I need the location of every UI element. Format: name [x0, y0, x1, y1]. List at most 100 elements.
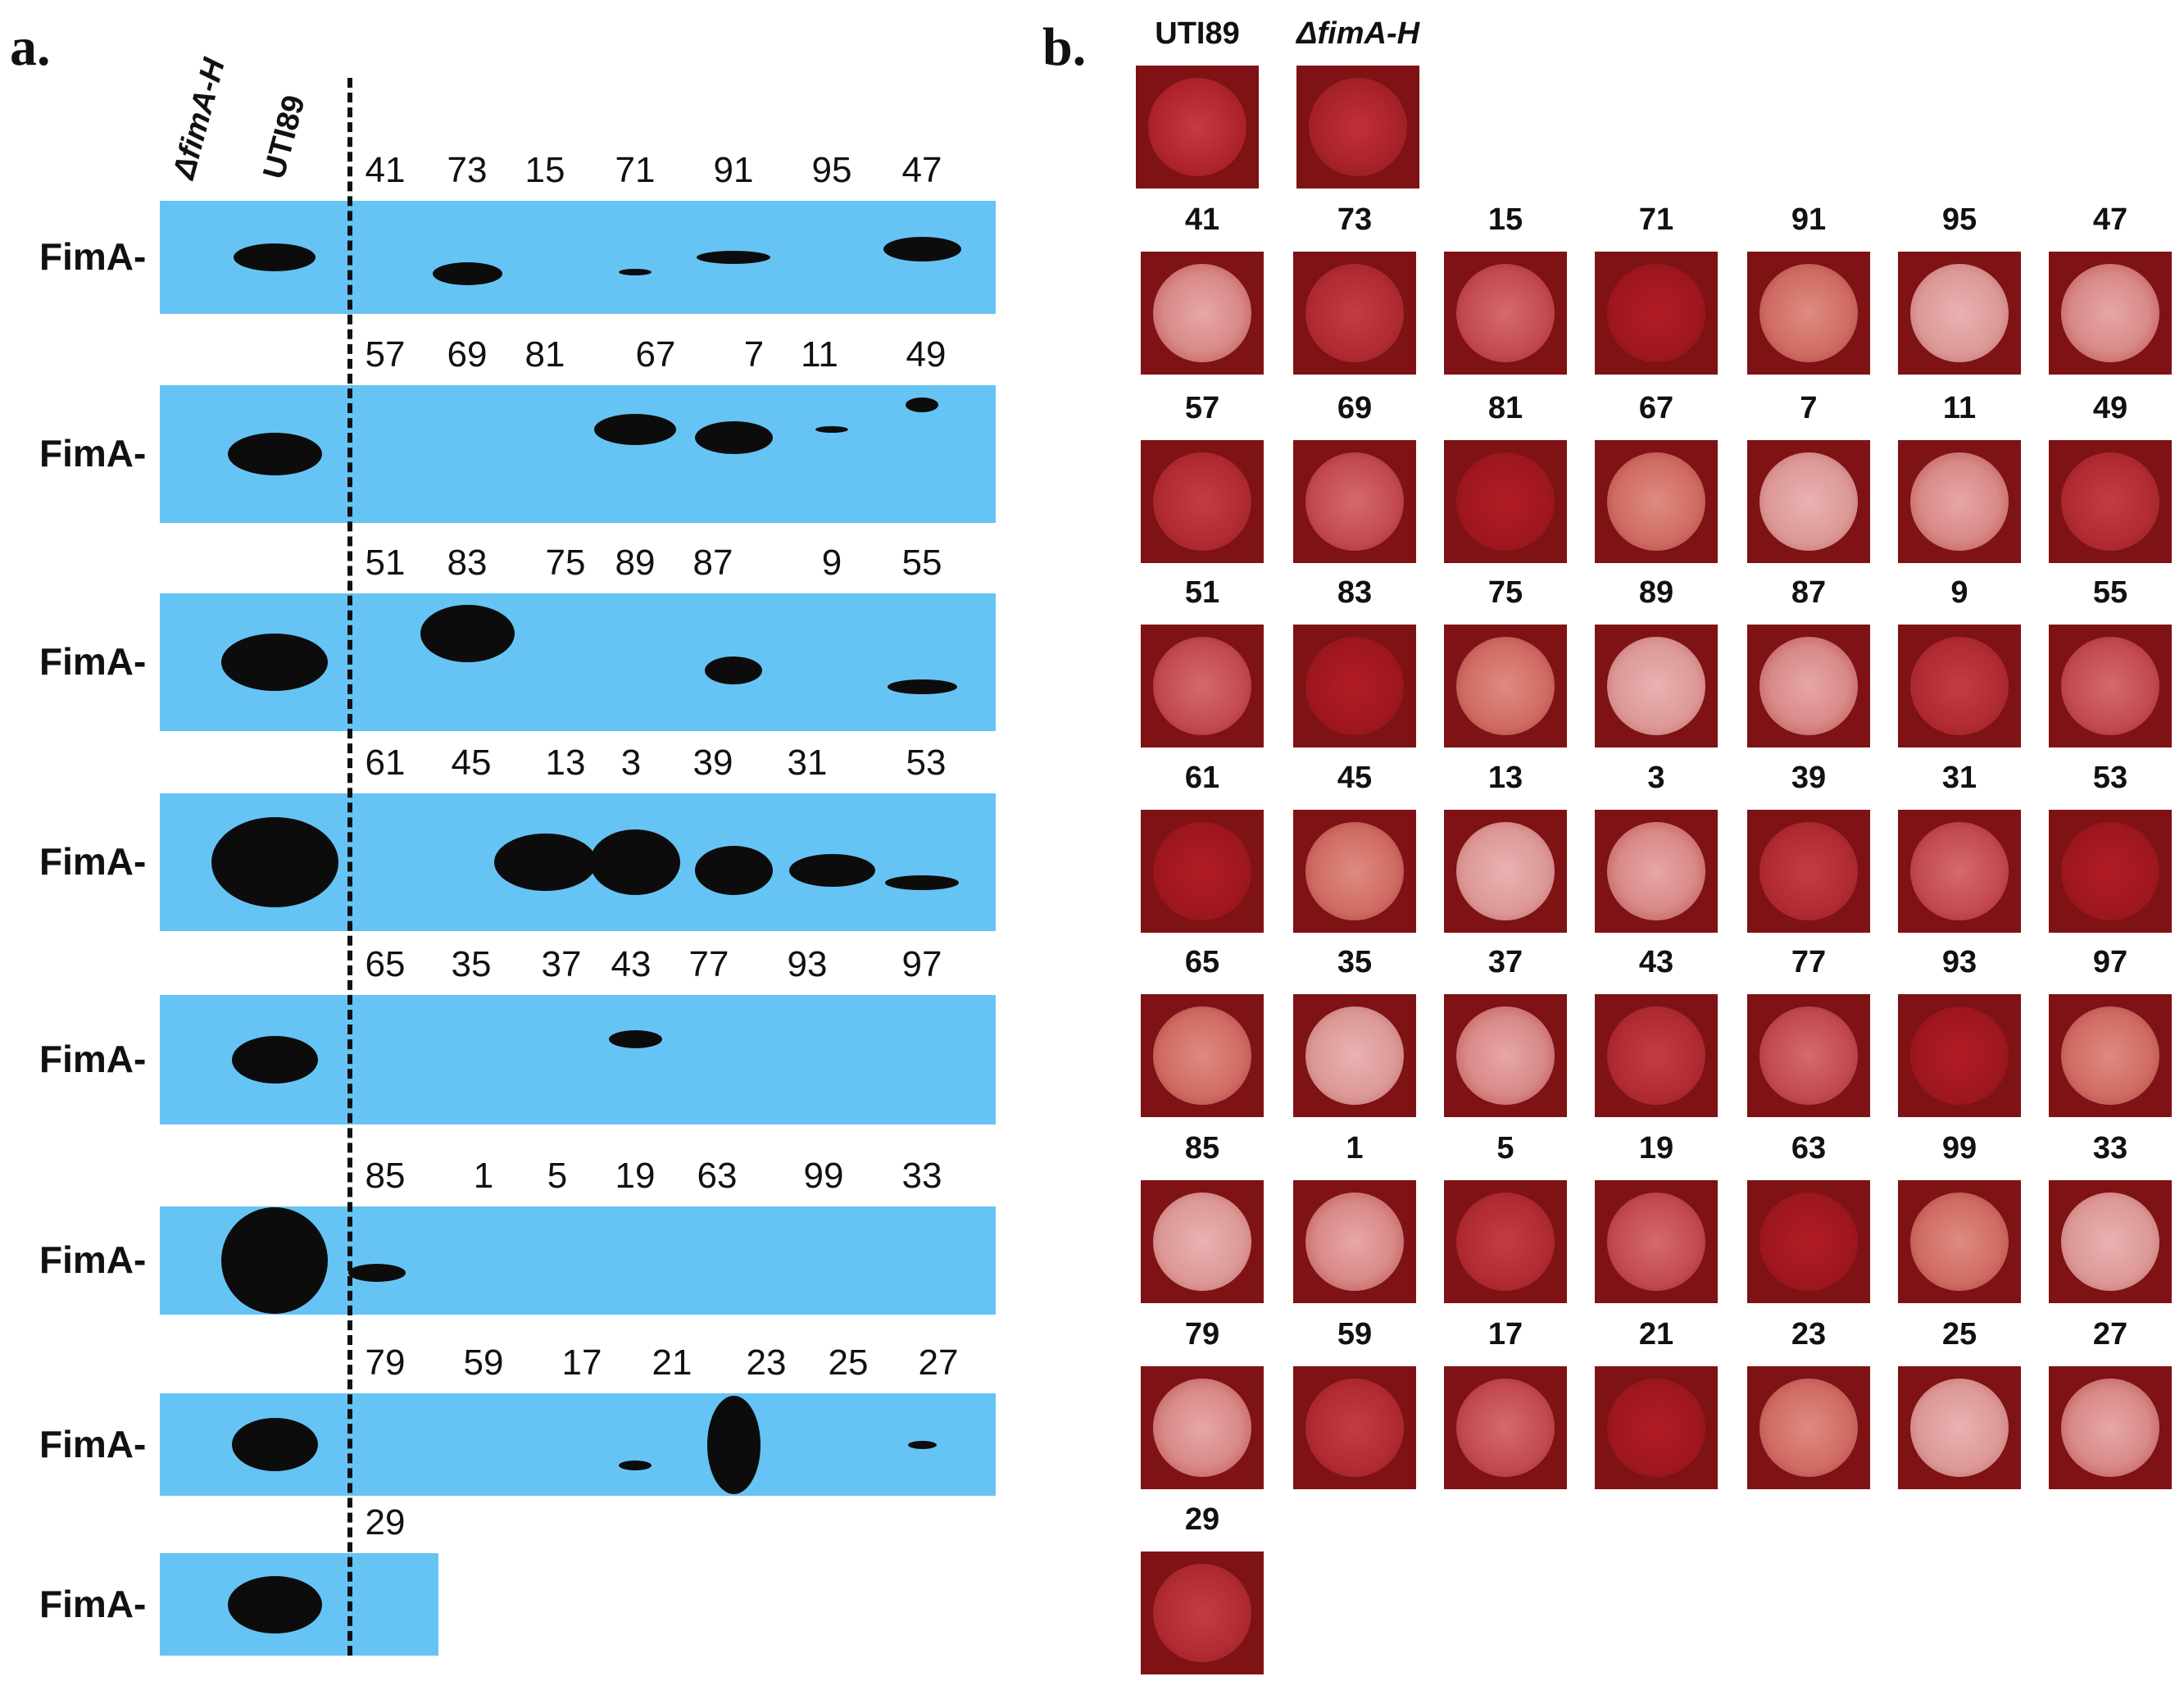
congo-red-plate [2049, 1180, 2172, 1303]
colony [1456, 822, 1555, 920]
congo-red-plate [2049, 625, 2172, 747]
lane-number: 47 [901, 150, 942, 190]
plate-label: 91 [1791, 202, 1827, 237]
protein-band [221, 1207, 328, 1314]
congo-red-plate [1595, 994, 1718, 1117]
congo-red-plate [1293, 625, 1416, 747]
plate-label: 3 [1647, 761, 1665, 795]
colony [1759, 1006, 1858, 1105]
lane-number: 33 [901, 1156, 942, 1196]
congo-red-plate [1293, 1180, 1416, 1303]
congo-red-plate [1595, 440, 1718, 563]
lane-number: 69 [447, 334, 488, 375]
protein-band [619, 1460, 652, 1470]
lane-number: 75 [545, 543, 586, 583]
lane-number: 7 [743, 334, 765, 375]
congo-red-plate [1898, 1366, 2021, 1489]
congo-red-plate [1293, 994, 1416, 1117]
congo-red-plate [1898, 1180, 2021, 1303]
plate-label: 37 [1487, 945, 1523, 979]
colony [1910, 1006, 2009, 1105]
protein-band [706, 1395, 761, 1494]
colony [1607, 1193, 1705, 1291]
congo-red-plate [1293, 440, 1416, 563]
plate-label: 45 [1337, 761, 1373, 795]
plate-label: 21 [1638, 1317, 1674, 1352]
colony [1153, 264, 1251, 362]
colony [1607, 1379, 1705, 1477]
congo-red-plate [1747, 625, 1870, 747]
colony [1910, 264, 2009, 362]
blot-strip [160, 385, 996, 523]
protein-band [694, 846, 773, 895]
lane-number: 5 [547, 1156, 568, 1196]
fima-label: FimA- [39, 1238, 147, 1281]
protein-band [432, 262, 502, 285]
colony [1456, 1006, 1555, 1105]
protein-band [420, 605, 515, 662]
colony [1305, 1379, 1404, 1477]
control-label-uti89: UTI89 [257, 91, 312, 183]
congo-red-plate [1141, 252, 1264, 375]
colony [1759, 264, 1858, 362]
plate-label: 31 [1941, 761, 1977, 795]
colony [1456, 637, 1555, 735]
colony [1456, 452, 1555, 551]
lane-number: 67 [635, 334, 676, 375]
fima-label: FimA- [39, 432, 147, 475]
plate-label: 79 [1184, 1317, 1220, 1352]
protein-band [608, 1030, 662, 1048]
colony [1759, 822, 1858, 920]
plate-label: 99 [1941, 1131, 1977, 1165]
congo-red-plate [1898, 994, 2021, 1117]
lane-number: 9 [821, 543, 842, 583]
congo-red-plate [1898, 440, 2021, 563]
plate-label: 71 [1638, 202, 1674, 237]
plate-label: 41 [1184, 202, 1220, 237]
panel-b-letter: b. [1042, 17, 1087, 77]
colony [1910, 637, 2009, 735]
congo-red-plate [1141, 810, 1264, 933]
lane-number: 15 [524, 150, 565, 190]
congo-red-plate [2049, 440, 2172, 563]
plate-label: 89 [1638, 575, 1674, 610]
plate-label: ΔfimA-H [1296, 16, 1420, 51]
protein-band [788, 854, 875, 887]
lane-number: 27 [918, 1343, 959, 1383]
congo-red-plate [1898, 625, 2021, 747]
lane-number: 53 [906, 743, 947, 783]
congo-red-plate [1141, 1366, 1264, 1489]
congo-red-plate [1444, 810, 1567, 933]
protein-band [231, 1418, 318, 1471]
protein-band [907, 1440, 937, 1449]
fima-label: FimA- [39, 640, 147, 683]
plate-label: 69 [1337, 391, 1373, 425]
plate-label: 11 [1942, 391, 1977, 425]
lane-number: 65 [365, 944, 406, 984]
plate-label: 97 [2092, 945, 2128, 979]
plate-label: 63 [1791, 1131, 1827, 1165]
plate-label: 33 [2092, 1131, 2128, 1165]
protein-band [493, 834, 597, 891]
plate-label: 67 [1638, 391, 1674, 425]
protein-band [885, 875, 959, 890]
plate-label: 73 [1337, 202, 1373, 237]
protein-band [883, 237, 961, 261]
colony [1309, 78, 1407, 176]
protein-band [231, 1036, 318, 1084]
lane-number: 13 [545, 743, 586, 783]
congo-red-plate [1293, 810, 1416, 933]
lane-number: 37 [541, 944, 582, 984]
lane-number: 39 [692, 743, 733, 783]
plate-label: 13 [1487, 761, 1523, 795]
colony [1305, 822, 1404, 920]
fima-label: FimA- [39, 1038, 147, 1080]
congo-red-plate [1444, 1366, 1567, 1489]
protein-band [348, 1264, 406, 1282]
lane-number: 79 [365, 1343, 406, 1383]
plate-label: 9 [1950, 575, 1968, 610]
colony [1910, 822, 2009, 920]
protein-band [211, 817, 338, 907]
colony [1759, 637, 1858, 735]
colony [2061, 822, 2159, 920]
